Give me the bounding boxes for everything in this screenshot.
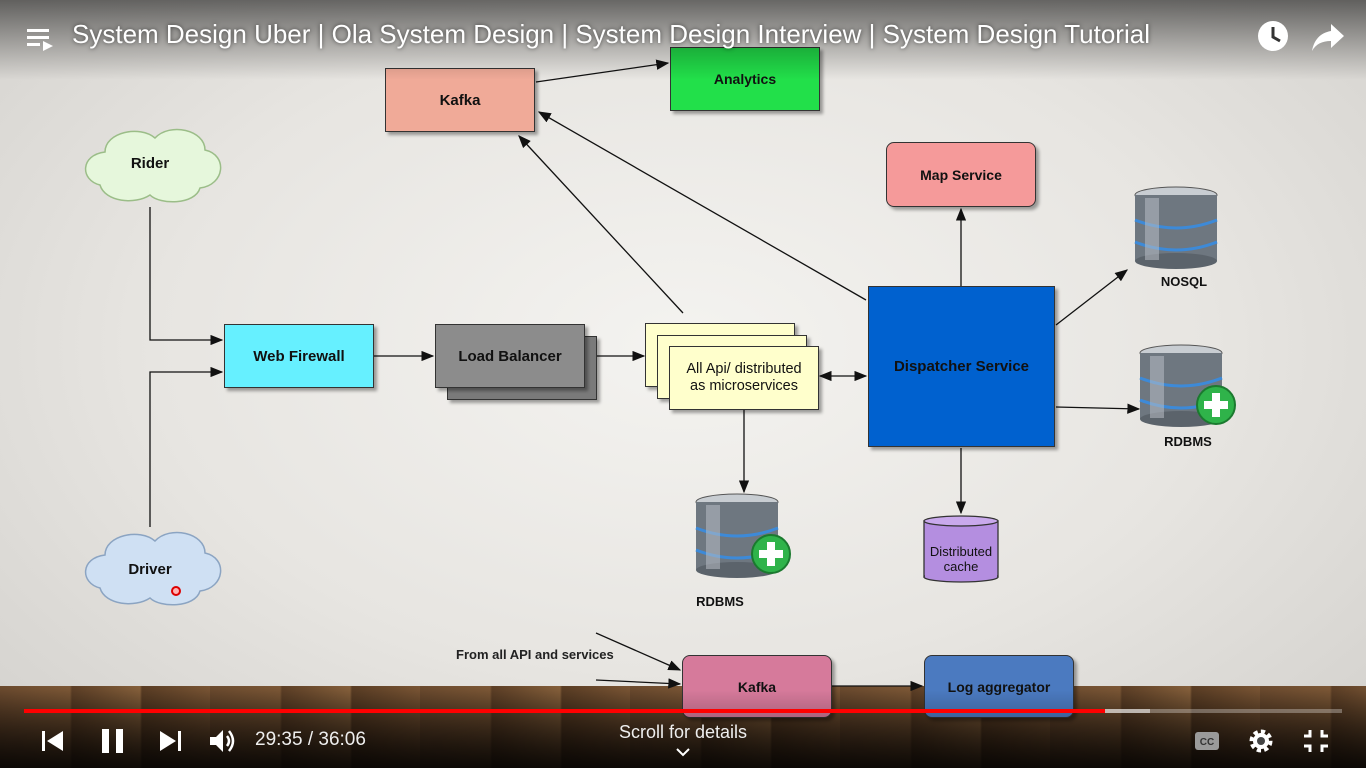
nosql-db-icon xyxy=(1134,186,1218,269)
nosql-label: NOSQL xyxy=(1160,274,1208,289)
skip-previous-icon[interactable] xyxy=(40,729,66,753)
top-overlay xyxy=(0,0,1366,80)
scroll-for-details[interactable]: Scroll for details xyxy=(618,722,748,742)
playlist-icon[interactable] xyxy=(27,26,55,52)
exit-fullscreen-icon[interactable] xyxy=(1302,728,1330,754)
clock-icon[interactable] xyxy=(1256,19,1290,53)
cache-line2: cache xyxy=(943,559,979,574)
skip-next-icon[interactable] xyxy=(157,729,183,753)
cache-line1: Distributed xyxy=(929,544,993,559)
video-title[interactable]: System Design Uber | Ola System Design |… xyxy=(72,19,1150,49)
distributed-cache-label: Distributed cache xyxy=(924,543,998,575)
driver-cloud xyxy=(84,531,222,606)
distributed-cache-cylinder xyxy=(923,515,999,583)
load-balancer-node: Load Balancer xyxy=(435,324,585,388)
dispatcher-service-node: Dispatcher Service xyxy=(868,286,1055,447)
time-display: 29:35 / 36:06 xyxy=(255,729,366,750)
api-line1: All Api/ distributed xyxy=(686,361,802,377)
gear-icon[interactable] xyxy=(1247,727,1275,755)
volume-icon[interactable] xyxy=(208,727,238,755)
rider-cloud xyxy=(84,128,222,203)
svg-text:CC: CC xyxy=(1200,737,1214,748)
web-firewall-node: Web Firewall xyxy=(224,324,374,388)
captions-icon[interactable]: CC xyxy=(1194,730,1220,752)
rider-label: Rider xyxy=(130,155,170,172)
chevron-down-icon[interactable] xyxy=(675,746,691,758)
share-icon[interactable] xyxy=(1311,22,1345,52)
pause-icon[interactable] xyxy=(100,727,126,755)
api-line2: as microservices xyxy=(690,378,798,394)
rdbms-bottom-label: RDBMS xyxy=(696,594,744,609)
rdbms-right-label: RDBMS xyxy=(1164,434,1212,449)
rdbms-right-db-icon xyxy=(1139,344,1236,427)
from-all-api-label: From all API and services xyxy=(456,647,614,662)
map-service-node: Map Service xyxy=(886,142,1036,207)
cursor-dot xyxy=(171,586,181,596)
api-microservices-node: All Api/ distributed as microservices xyxy=(669,346,819,410)
rdbms-bottom-db-icon xyxy=(695,493,791,578)
progress-played xyxy=(24,709,1105,713)
driver-label: Driver xyxy=(128,561,172,578)
